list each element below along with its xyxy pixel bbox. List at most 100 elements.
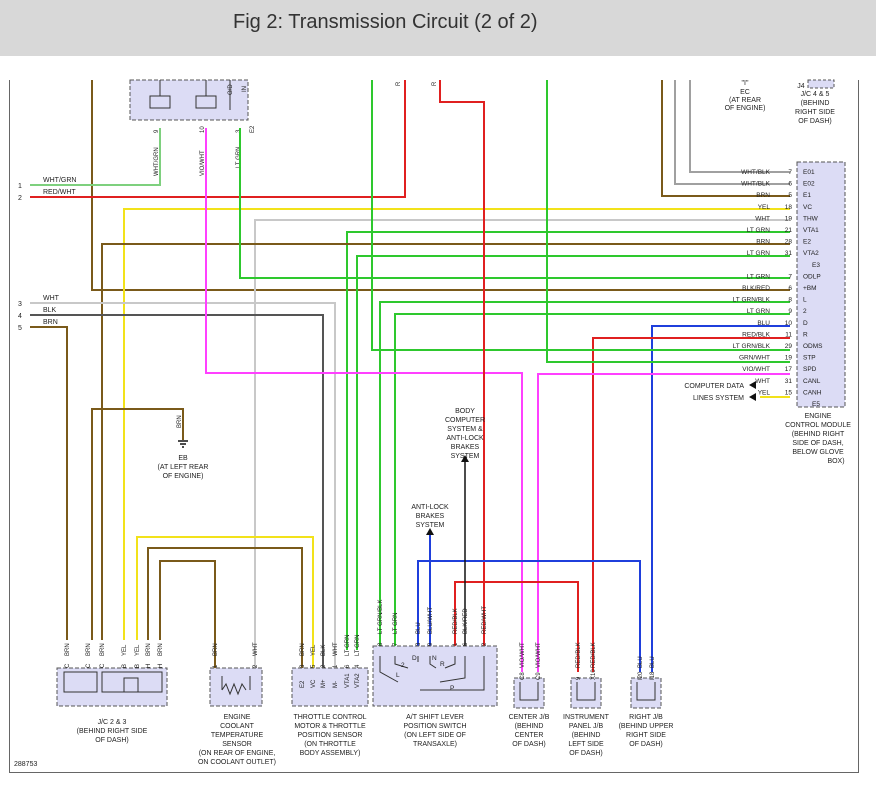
wire-ltgrnblk-l xyxy=(379,301,790,650)
wire-brn-5 xyxy=(30,326,68,640)
right-jb-name: RIGHT J/B xyxy=(629,714,663,721)
throttle-pin: 6 xyxy=(345,664,351,668)
ground-loc-2: OF ENGINE) xyxy=(163,473,204,480)
ect-name-2: COOLANT xyxy=(220,723,255,730)
ecm-wire-label: GRN/WHT xyxy=(739,355,770,362)
wire-redblk-ip xyxy=(454,581,579,672)
antilock-line2: BRAKES xyxy=(416,513,445,520)
center-jb-pin: C9 xyxy=(536,672,542,680)
ecm-wire-label: LT GRN xyxy=(747,227,771,234)
ecm-wire-label: BRN xyxy=(756,239,770,246)
shift-position-label: R xyxy=(440,661,445,668)
ecm-wire-label: BLK/RED xyxy=(742,285,770,292)
ecm-wire-label: YEL xyxy=(758,204,771,211)
throttle-name-1: THROTTLE CONTROL xyxy=(293,714,366,721)
ecm-pin-number: 10 xyxy=(785,320,793,327)
wires xyxy=(30,80,790,672)
wire-red-top xyxy=(439,80,485,650)
ecm-pin-number: 18 xyxy=(785,204,793,211)
ip-jb-name-1: INSTRUMENT xyxy=(563,714,610,721)
figure-id: 288753 xyxy=(14,761,37,768)
ecm-signal-name: 2 xyxy=(803,308,807,315)
wire-blu-jb xyxy=(417,560,641,672)
shift-pin: 9 xyxy=(428,642,434,646)
left-num-4: 4 xyxy=(18,313,22,320)
ecm-wire-label: WHT/BLK xyxy=(741,169,771,176)
antilock-label: ANTI-LOCK BRAKES SYSTEM xyxy=(411,504,449,529)
throttle-pin: 4 xyxy=(355,664,361,668)
arrow-body-computer xyxy=(461,455,469,462)
shift-wire: BLK/RED xyxy=(463,608,469,634)
ecm-wire-label: LT GRN xyxy=(747,308,771,315)
shift-position-label: N xyxy=(432,655,437,662)
jc23-pin: B xyxy=(122,664,128,668)
right-jb-wire: BLU xyxy=(650,656,656,668)
shift-pin: 6 xyxy=(463,642,469,646)
ec-loc-1: (AT REAR xyxy=(729,97,761,104)
wire-ltgrnblk-odms xyxy=(371,80,790,351)
left-wire-5: BRN xyxy=(43,319,58,326)
right-jb-pin: I20 xyxy=(638,671,644,680)
throttle-wire: YEL xyxy=(311,644,317,656)
center-jb-loc-1: (BEHIND xyxy=(515,723,544,730)
throttle-loc-2: BODY ASSEMBLY) xyxy=(300,750,361,757)
top-conn-e2: E2 xyxy=(250,125,256,133)
ecm-pin-number: 28 xyxy=(785,239,793,246)
ect-wire: WHT xyxy=(253,642,259,656)
ip-jb-wire: RED/BLK xyxy=(576,642,582,668)
jc23-wire: BRN xyxy=(86,643,92,656)
shift-pin: 7 xyxy=(393,642,399,646)
wire-yel-vc xyxy=(123,208,790,640)
wire-viowht-spd xyxy=(537,373,790,672)
jc23-wire: BRN xyxy=(100,643,106,656)
ecm-wire-label: RED/BLK xyxy=(742,331,770,338)
top-pin-cutoff: O/D xyxy=(228,84,234,95)
top-wire-viowht: VIO/WHT xyxy=(200,150,206,176)
shift-loc-1: (ON LEFT SIDE OF xyxy=(404,732,466,739)
jc23-wire: YEL xyxy=(122,644,128,656)
ect-wire: BRN xyxy=(213,643,219,656)
antilock-line3: SYSTEM xyxy=(416,522,445,529)
jc23-wire: BRN xyxy=(65,643,71,656)
left-wire-3: WHT xyxy=(43,295,60,302)
ecm-pin-number: 7 xyxy=(788,273,792,280)
wire-yel-lower xyxy=(136,536,314,672)
right-jb-wire: BLU xyxy=(638,656,644,668)
antilock-line1: ANTI-LOCK xyxy=(411,504,449,511)
ecm-pin-number: 9 xyxy=(788,308,792,315)
ect-pin: 1 xyxy=(213,664,219,668)
throttle-signal: M- xyxy=(333,681,339,688)
ecm-loc-2: SIDE OF DASH, xyxy=(792,440,843,447)
shift-position-label: 2 xyxy=(401,662,405,669)
right-jb-loc-1: (BEHIND UPPER xyxy=(619,723,674,730)
wire-wht-3 xyxy=(30,302,336,672)
ip-jb-loc-1: (BEHIND xyxy=(572,732,601,739)
wire-wht-thw xyxy=(254,219,790,672)
jc23-pin: H xyxy=(146,664,152,668)
shift-loc-2: TRANSAXLE) xyxy=(413,741,457,748)
throttle-signal: M+ xyxy=(321,679,327,688)
body-computer-line6: SYSTEM xyxy=(451,453,480,460)
ecm-pin-number: 21 xyxy=(785,227,793,234)
throttle-signal: E2 xyxy=(300,680,306,688)
center-jb-pin: C8 xyxy=(520,672,526,680)
shift-position-label: D xyxy=(412,655,417,662)
arrow-canh xyxy=(749,393,756,401)
body-computer-line2: COMPUTER xyxy=(445,417,485,424)
throttle-signal: VTA1 xyxy=(345,673,351,688)
throttle-pin: 5 xyxy=(311,664,317,668)
ecm-wire-label: WHT xyxy=(755,378,770,385)
ground-name: EB xyxy=(178,455,188,462)
left-num-2: 2 xyxy=(18,195,22,202)
ect-pin: 2 xyxy=(253,664,259,668)
top-pin-10: 10 xyxy=(200,126,206,133)
top-pin-9: 9 xyxy=(154,129,160,133)
shift-pin: 3 xyxy=(416,642,422,646)
wire-grnwht-stp xyxy=(546,80,790,363)
ecm-pin-number: 6 xyxy=(788,285,792,292)
left-wire-2: RED/WHT xyxy=(43,189,76,196)
